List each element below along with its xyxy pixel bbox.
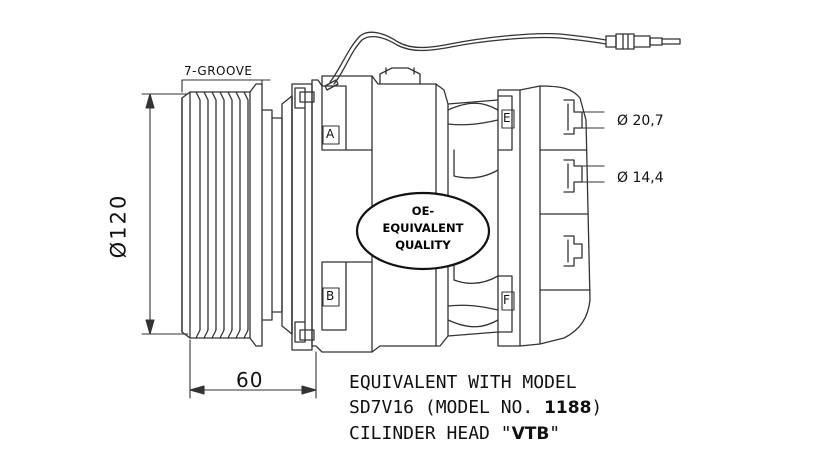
badge-line-2: EQUIVALENT (382, 221, 464, 235)
port-label-boxes (322, 109, 515, 311)
model-notes: EQUIVALENT WITH MODEL SD7V16 (MODEL NO. … (349, 370, 602, 447)
temperature-sensor-cable (324, 31, 607, 91)
badge-line-3: QUALITY (395, 238, 451, 252)
port-e-label: E (503, 111, 511, 125)
head-code: VTB (511, 424, 550, 444)
model-number: 1188 (544, 398, 592, 418)
notes-line-3-suffix: " (549, 423, 561, 444)
oe-equivalent-badge: OE- EQUIVALENT QUALITY (362, 203, 484, 254)
dimension-groove (181, 79, 271, 93)
pulley (181, 83, 293, 347)
port-a-label: A (326, 127, 335, 141)
depth-label: 60 (236, 368, 264, 392)
oe-badge-ellipse (355, 191, 491, 271)
sensor-connector (605, 33, 681, 50)
notes-line-3: CILINDER HEAD "VTB" (349, 421, 602, 447)
port-dimension-leaders (581, 111, 605, 183)
pulley-diameter-label: Ø120 (106, 193, 131, 259)
port-f-label: F (503, 293, 510, 307)
port-b-label: B (326, 289, 335, 303)
front-flange (291, 83, 315, 351)
notes-line-2: SD7V16 (MODEL NO. 1188) (349, 395, 602, 421)
notes-line-2-suffix: ) (591, 397, 603, 418)
groove-label: 7-GROOVE (184, 64, 253, 78)
notes-line-2-prefix: SD7V16 (MODEL NO. (349, 397, 545, 418)
cylinder-head (497, 85, 591, 347)
badge-line-1: OE- (411, 204, 435, 218)
notes-line-3-prefix: CILINDER HEAD " (349, 423, 512, 444)
port-diameter-label-1: Ø 20,7 (617, 113, 664, 129)
dimension-depth (189, 339, 317, 399)
notes-line-1: EQUIVALENT WITH MODEL (349, 372, 577, 393)
pulley-grooves (195, 91, 249, 339)
dimension-diameter (141, 93, 189, 335)
port-diameter-label-2: Ø 14,4 (617, 170, 664, 186)
